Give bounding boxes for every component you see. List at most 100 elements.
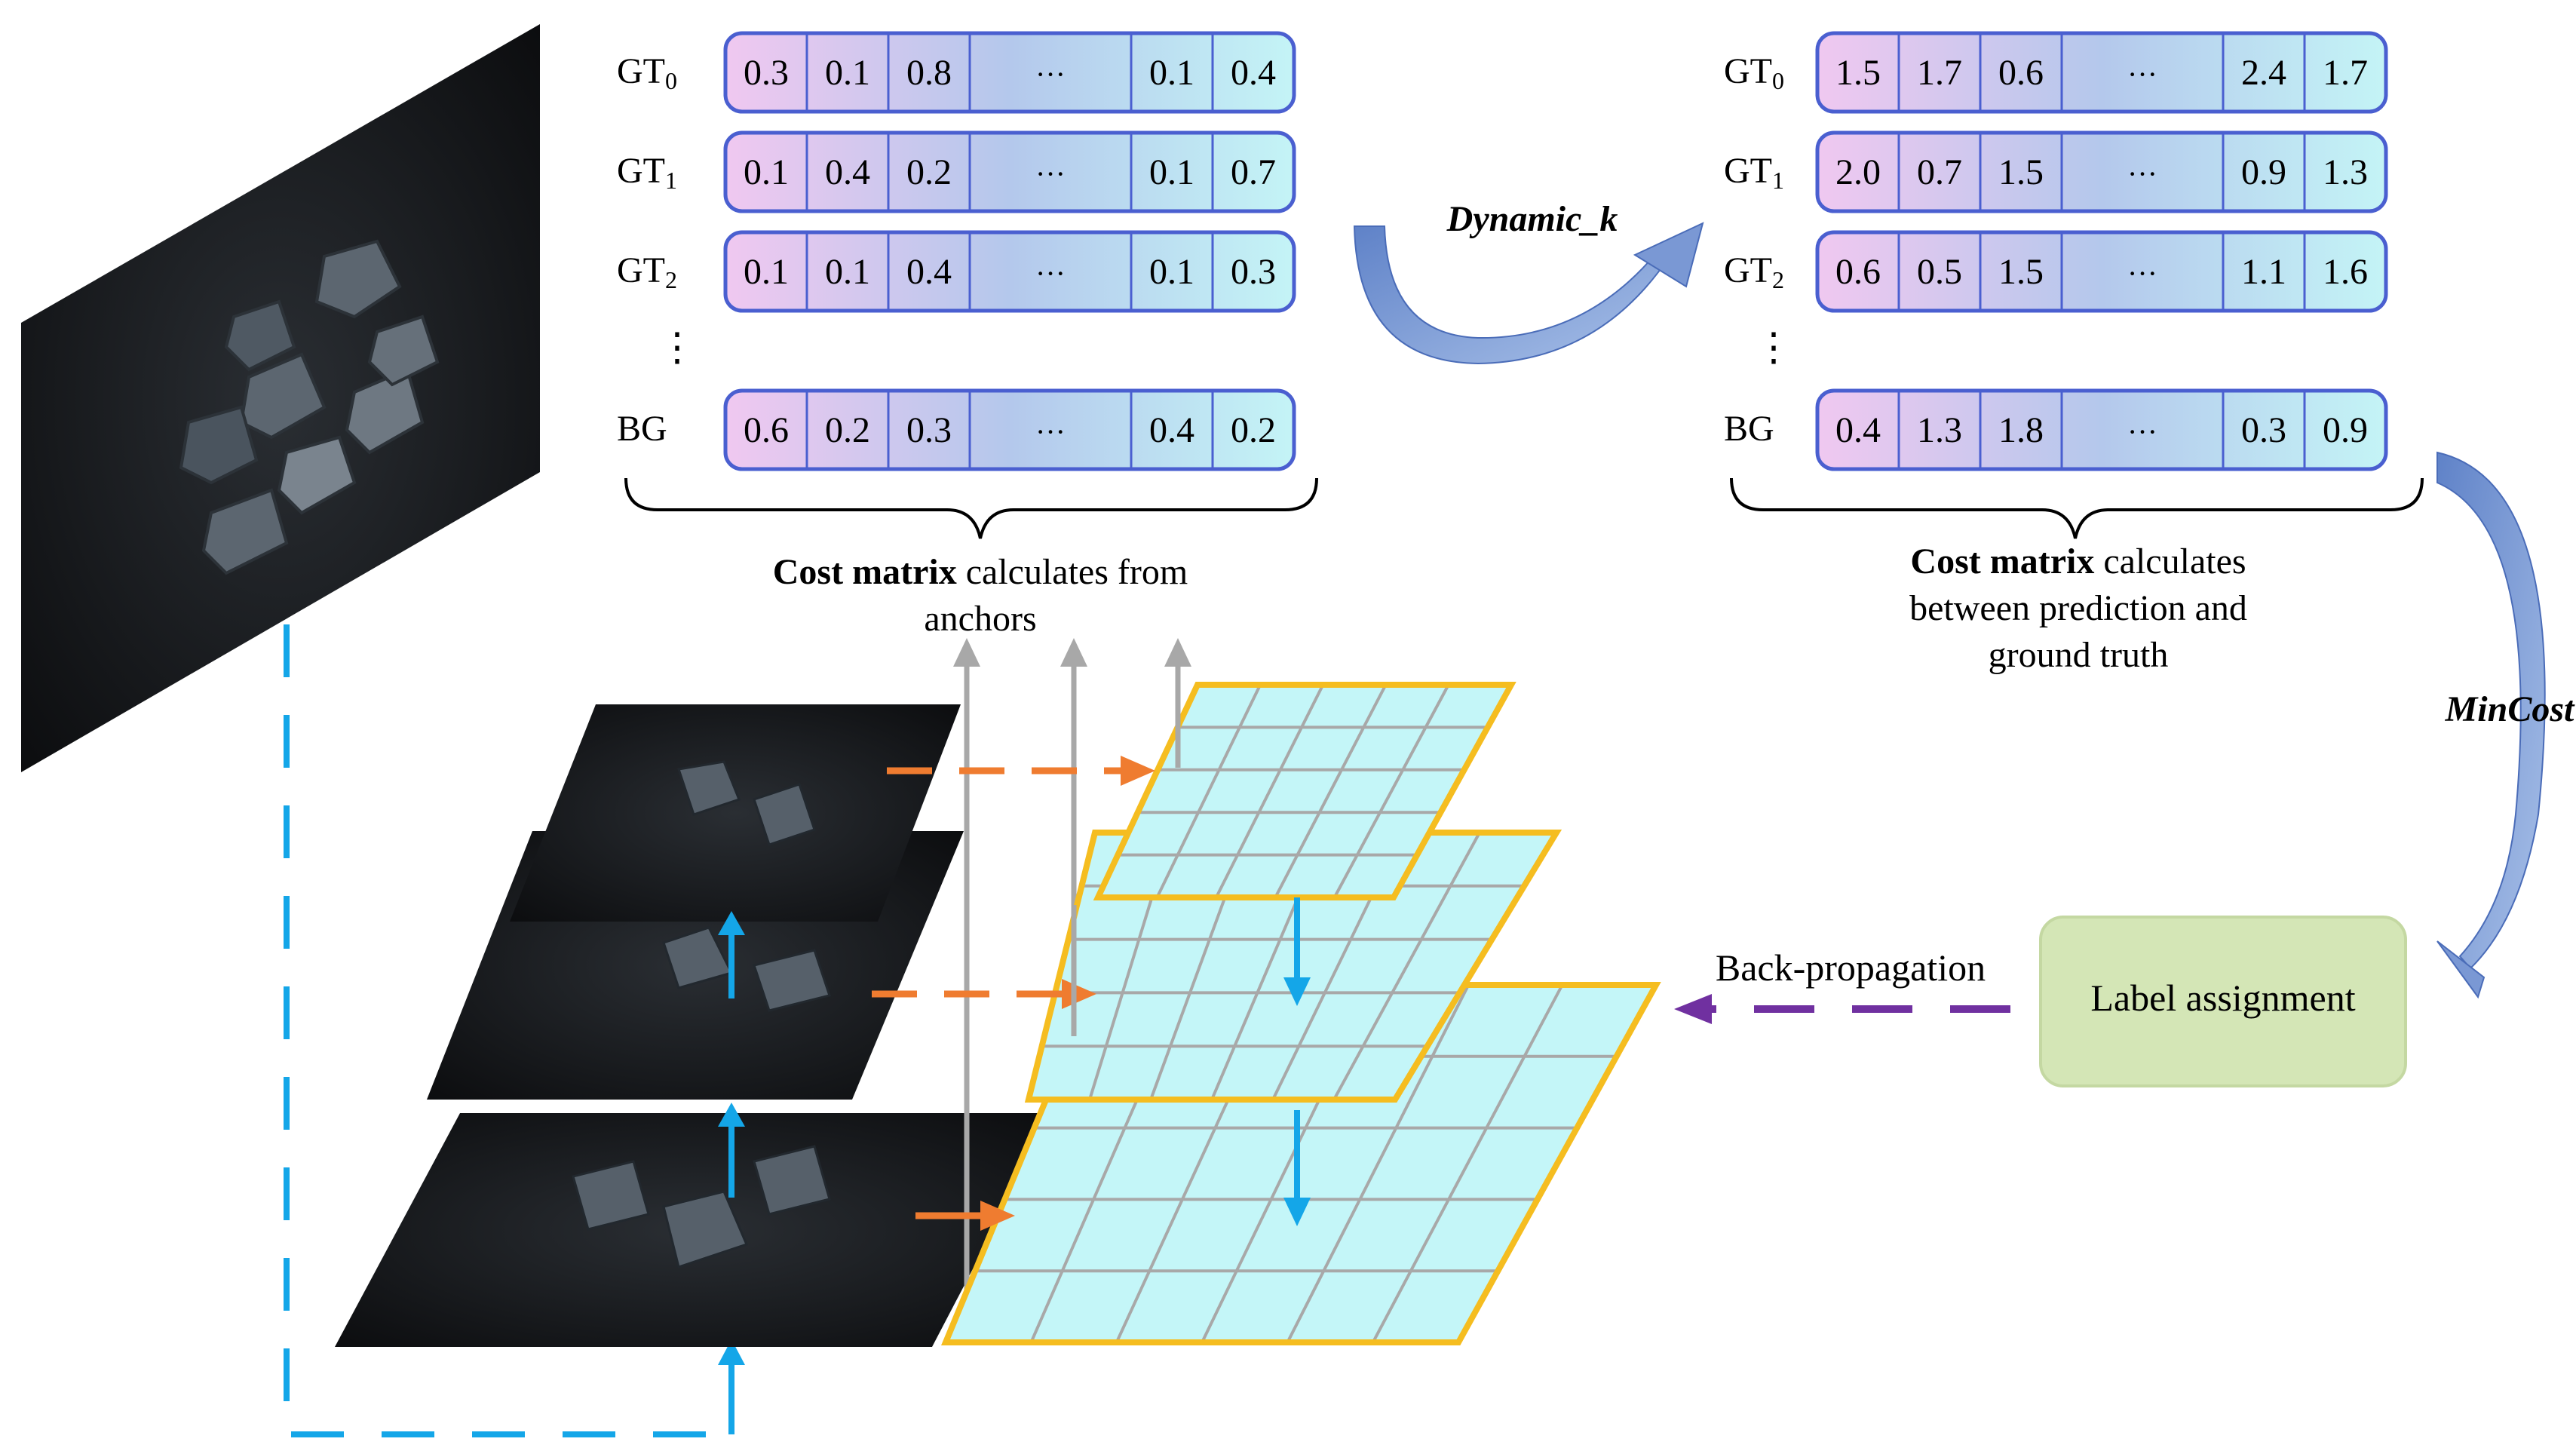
right-matrix-brace	[1730, 477, 2424, 539]
matrix-cell: 0.3	[1231, 252, 1276, 292]
anchor-arrow-tops	[1071, 667, 1181, 1036]
up-arrow-icon	[718, 1103, 745, 1127]
matrix-cell: 0.3	[744, 53, 789, 93]
input-image	[21, 24, 540, 772]
matrix-cell: 1.6	[2323, 252, 2368, 292]
curved-arrow-head-icon	[1633, 222, 1704, 288]
matrix-cell: ···	[1035, 57, 1066, 91]
back-propagation-arrow	[1674, 994, 2010, 1024]
right-arrow-icon	[1121, 756, 1155, 786]
grid-border	[1093, 682, 1516, 900]
min-cost-label: MinCost	[2445, 689, 2575, 729]
matrix-cell: 0.1	[1149, 152, 1194, 192]
left-matrix-caption-line1: Cost matrix calculates from	[773, 552, 1188, 592]
matrix-row-label: GT2	[617, 250, 677, 293]
rock-pile	[179, 239, 440, 575]
grid-line	[1371, 984, 1564, 1343]
grid-fill	[1098, 685, 1511, 897]
input-dashed-path	[284, 624, 745, 1437]
matrix-cell: 1.5	[1998, 152, 2044, 192]
backbone-feature-stack	[335, 704, 1054, 1347]
fpn-grid-small	[1093, 682, 1516, 900]
grid-line	[1332, 832, 1481, 1100]
matrix-row-label: GT2	[1724, 250, 1784, 293]
curved-arrow-head-icon	[2436, 940, 2486, 999]
right-matrix-caption-line3: ground truth	[1989, 635, 2169, 675]
matrix-row-label: GT1	[1724, 151, 1784, 194]
matrix-cell: 0.2	[825, 410, 870, 450]
matrix-cell: 1.5	[1998, 252, 2044, 292]
right-arrow-icon	[1062, 979, 1096, 1009]
matrix-cell: 0.4	[1231, 53, 1276, 93]
matrix-cell: 0.6	[744, 410, 789, 450]
matrix-cell: 0.4	[825, 152, 870, 192]
matrix-cell: 0.4	[906, 252, 952, 292]
right-arrow-icon	[980, 1201, 1015, 1231]
matrix-cell: 0.5	[1917, 252, 1962, 292]
matrix-cell: 1.3	[1917, 410, 1962, 450]
rock-texture	[572, 760, 831, 1268]
down-arrow-icon	[1283, 977, 1311, 1006]
matrix-row-label: BG	[617, 409, 667, 449]
matrix-cell: 1.3	[2323, 152, 2368, 192]
matrix-cell: 0.3	[2241, 410, 2286, 450]
matrix-cell: 0.2	[1231, 410, 1276, 450]
matrix-row-label: GT1	[617, 151, 677, 194]
matrix-cell: ···	[2127, 415, 2157, 449]
feature-map-small	[510, 704, 961, 922]
matrix-row-box	[723, 130, 1296, 213]
grid-line	[1274, 684, 1388, 898]
matrix-row-label: GT0	[617, 51, 677, 94]
left-arrow-icon	[1674, 994, 1712, 1024]
up-arrow-icon	[1164, 638, 1191, 667]
matrix-cell: 0.1	[1149, 252, 1194, 292]
fpn-grids	[941, 682, 1661, 1345]
matrix-cell: 0.8	[906, 53, 952, 93]
right-matrix-vdots: ⋮	[1754, 327, 1793, 370]
label-assignment-box: Label assignment	[2039, 916, 2407, 1087]
up-arrow-icon	[953, 638, 980, 667]
matrix-cell: 2.0	[1835, 152, 1881, 192]
up-arrow-icon	[718, 1339, 745, 1365]
matrix-cell: 0.4	[1835, 410, 1881, 450]
lateral-arrows	[872, 756, 1155, 1231]
backbone-up-arrows	[718, 911, 745, 1198]
down-arrow-icon	[1283, 1198, 1311, 1226]
matrix-cell: 0.9	[2323, 410, 2368, 450]
matrix-cell: ···	[2127, 256, 2157, 290]
matrix-row-box	[1815, 230, 2388, 313]
grid-line	[1286, 984, 1470, 1343]
matrix-row-label: BG	[1724, 409, 1774, 449]
matrix-cell: 1.7	[1917, 53, 1962, 93]
label-assignment-text: Label assignment	[2090, 977, 2355, 1019]
matrix-cell: 0.1	[744, 252, 789, 292]
fpn-down-arrows	[1283, 897, 1311, 1226]
grid-line	[1215, 684, 1325, 898]
matrix-cell: ···	[1035, 415, 1066, 449]
matrix-cell: 0.7	[1917, 152, 1962, 192]
matrix-row-box	[1815, 388, 2388, 471]
grid-line	[1155, 684, 1262, 898]
matrix-cell: ···	[2127, 57, 2157, 91]
matrix-row-box	[723, 31, 1296, 114]
min-cost-arrow	[2436, 451, 2546, 999]
matrix-cell: ···	[1035, 157, 1066, 191]
matrix-cell: 0.2	[906, 152, 952, 192]
up-arrow-icon	[718, 911, 745, 935]
dynamic-k-label: Dynamic_k	[1446, 199, 1618, 239]
up-arrow-icon	[1060, 638, 1087, 667]
matrix-row-label: GT0	[1724, 51, 1784, 94]
matrix-cell: 2.4	[2241, 53, 2286, 93]
matrix-row-box	[723, 388, 1296, 471]
